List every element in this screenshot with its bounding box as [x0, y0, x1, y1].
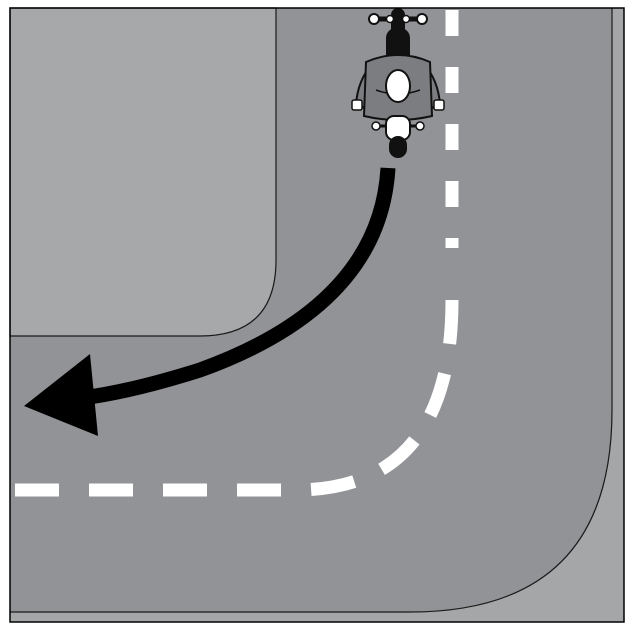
motorcycle-rider-top-view-icon	[351, 8, 445, 158]
corner-block	[9, 7, 277, 337]
road-edge	[10, 8, 613, 613]
arrow-head	[24, 354, 98, 436]
lane-marking-curve	[10, 299, 459, 497]
left-turn-arrow-icon	[81, 167, 396, 406]
diagram-frame	[9, 7, 625, 623]
